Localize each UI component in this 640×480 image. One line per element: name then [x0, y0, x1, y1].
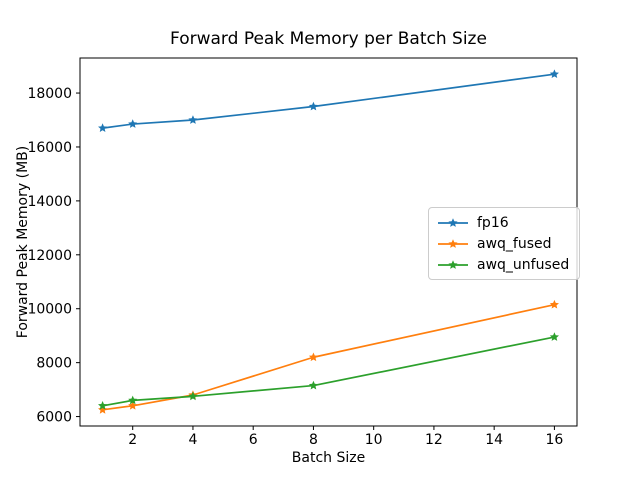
y-tick-label: 16000	[27, 140, 72, 156]
series-marker-awq_unfused	[128, 395, 138, 405]
y-axis-label: Forward Peak Memory (MB)	[15, 145, 31, 339]
x-tick-label: 8	[309, 432, 318, 448]
series-marker-awq_unfused	[188, 391, 198, 401]
legend: fp16 awq_fused awq_unfused	[428, 207, 581, 280]
legend-line-sample-fp16	[438, 217, 468, 227]
star-marker-icon	[448, 259, 458, 269]
series-marker-awq_unfused	[98, 400, 108, 410]
x-tick-label: 4	[188, 432, 197, 448]
series-marker-fp16	[308, 101, 318, 111]
series-marker-awq_fused	[128, 400, 138, 410]
y-tick-label: 10000	[27, 302, 72, 318]
y-tick-label: 8000	[36, 356, 72, 372]
y-tick-label: 14000	[27, 194, 72, 210]
series-marker-awq_fused	[98, 405, 108, 414]
y-tick-label: 18000	[27, 86, 72, 102]
legend-line-sample-awq_unfused	[438, 259, 468, 269]
legend-line-sample-awq_fused	[438, 238, 468, 248]
legend-label-awq_unfused: awq_unfused	[477, 256, 570, 273]
x-tick-label: 6	[249, 432, 258, 448]
chart-title: Forward Peak Memory per Batch Size	[170, 29, 487, 49]
series-marker-awq_unfused	[308, 380, 318, 390]
x-tick-label: 2	[128, 432, 137, 448]
legend-item-fp16: fp16	[437, 213, 569, 232]
legend-label-awq_fused: awq_fused	[477, 235, 552, 252]
star-marker-icon	[448, 238, 458, 248]
series-marker-fp16	[128, 119, 138, 128]
x-tick-label: 12	[425, 432, 443, 448]
series-marker-awq_unfused	[549, 332, 559, 341]
series-marker-awq_fused	[549, 299, 559, 309]
y-tick-label: 6000	[36, 410, 72, 426]
legend-label-fp16: fp16	[477, 214, 509, 231]
series-marker-awq_fused	[308, 352, 318, 362]
star-marker-icon	[448, 217, 458, 227]
legend-item-awq_fused: awq_fused	[437, 234, 569, 253]
x-axis-label: Batch Size	[291, 450, 366, 466]
series-marker-fp16	[98, 123, 108, 132]
legend-item-awq_unfused: awq_unfused	[437, 255, 569, 274]
x-tick-label: 10	[365, 432, 383, 448]
series-marker-fp16	[549, 69, 559, 79]
x-tick-label: 16	[545, 432, 563, 448]
y-tick-label: 12000	[27, 248, 72, 264]
x-tick-label: 14	[485, 432, 503, 448]
series-marker-fp16	[188, 115, 198, 124]
